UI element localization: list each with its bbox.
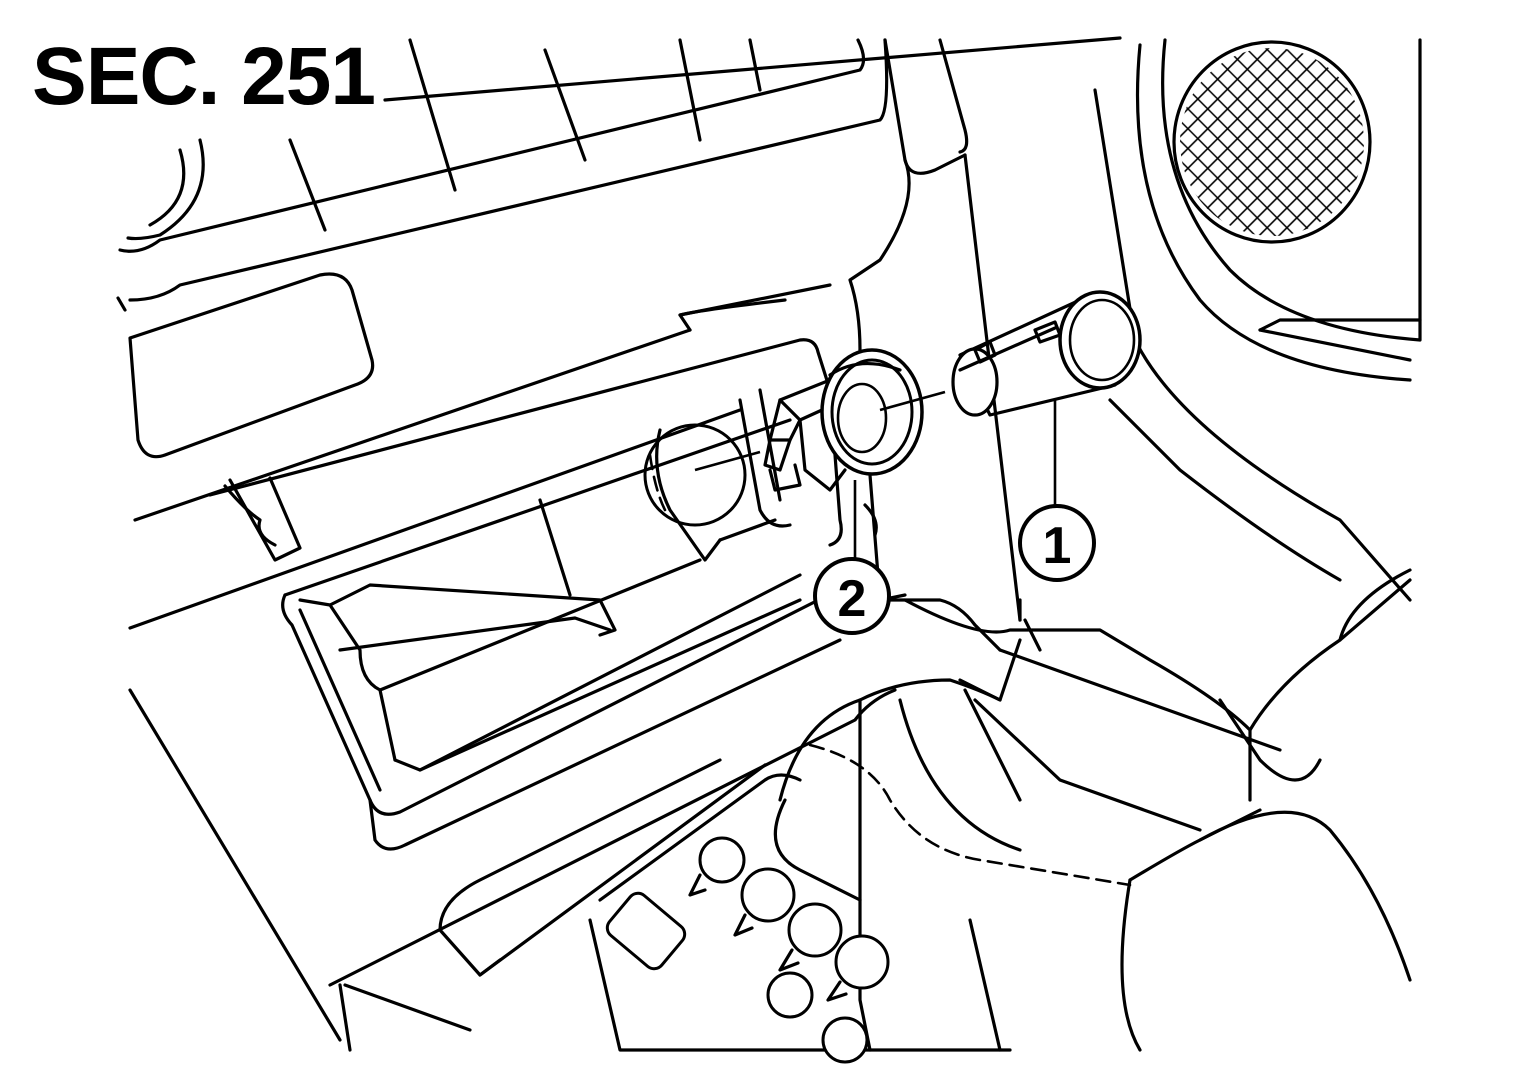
console-switches: [605, 836, 890, 1064]
callout-2: 2: [813, 557, 891, 635]
lower-console: [128, 568, 1412, 1052]
ashtray-opening: [128, 338, 878, 851]
leader-lines: [694, 390, 1057, 560]
cigarette-lighter: [951, 290, 1142, 417]
callout-1-label: 1: [1043, 517, 1072, 575]
callout-2-label: 2: [838, 570, 867, 628]
callout-1: 1: [1018, 504, 1096, 582]
speaker-grille: [1172, 40, 1372, 244]
dashboard-panel: [116, 36, 1122, 602]
console-side-panel: [963, 38, 1422, 652]
lighter-socket: [763, 348, 924, 492]
section-label: SEC. 251: [30, 36, 383, 118]
